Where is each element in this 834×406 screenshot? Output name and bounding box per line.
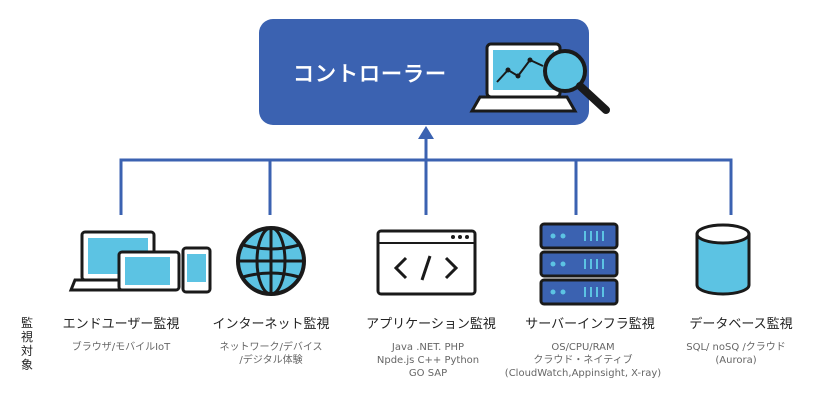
node-title-database: データベース監視 [689, 317, 793, 332]
monitor-magnifier-icon [469, 42, 610, 114]
controller-label: コントローラー [293, 62, 447, 86]
globe-icon [236, 226, 306, 296]
devices-icon [68, 230, 212, 294]
database-icon [695, 223, 751, 296]
monitoring-target-label: 監 視 対 象 [19, 316, 35, 372]
side-label-char: 対 [20, 344, 33, 358]
side-label-char: 象 [20, 358, 33, 372]
side-label-char: 視 [20, 330, 33, 344]
node-title-server: サーバーインフラ監視 [525, 317, 655, 332]
node-title-application: アプリケーション監視 [366, 317, 496, 332]
node-subtitle-database: SQL/ noSQ /クラウド (Aurora) [686, 342, 786, 366]
node-title-enduser: エンドユーザー監視 [62, 317, 180, 332]
code-window-icon [376, 229, 477, 296]
server-icon [539, 222, 619, 306]
node-title-internet: インターネット監視 [212, 317, 330, 332]
node-subtitle-server: OS/CPU/RAM クラウド・ネイティブ (CloudWatch,Appins… [504, 342, 662, 379]
node-subtitle-application: Java .NET. PHP Npde.js C++ Python GO SAP [376, 342, 480, 379]
connector-lines [119, 137, 733, 215]
side-label-char: 監 [20, 316, 33, 330]
node-subtitle-internet: ネットワーク/デバイス /デジタル体験 [219, 342, 323, 366]
node-subtitle-enduser: ブラウザ/モバイルIoT [71, 342, 171, 353]
arrow-head [418, 126, 434, 139]
